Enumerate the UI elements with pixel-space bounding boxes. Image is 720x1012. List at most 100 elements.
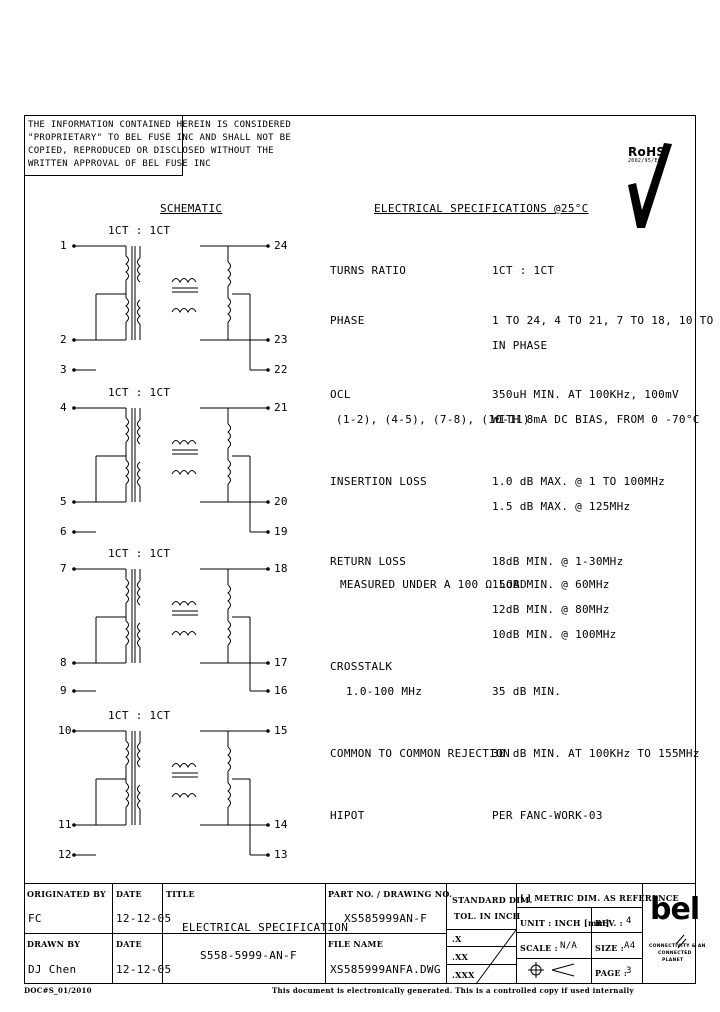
rohs-subtitle: 2002/95/EC <box>628 158 662 164</box>
file-name-label: FILE NAME <box>328 939 384 949</box>
metric-label: [ ] METRIC DIM. AS REFERENCE <box>520 893 679 903</box>
originated-by-value: FC <box>28 912 42 925</box>
pins-section-3 <box>72 567 270 693</box>
tol-label: TOL. IN INCH <box>454 911 521 921</box>
drawn-by-value: DJ Chen <box>28 963 77 976</box>
spec-label: MEASURED UNDER A 100 Ω LOAD <box>340 578 527 591</box>
tol-xxx: .XXX <box>452 970 475 980</box>
file-name-value: XS585999ANFA.DWG <box>330 963 441 976</box>
size-value: A4 <box>624 941 636 951</box>
pins-section-2 <box>72 406 270 534</box>
tol-xx: .XX <box>452 952 469 962</box>
pin-label: 11 <box>58 818 72 831</box>
spec-value: 350uH MIN. AT 100KHz, 100mV <box>492 388 679 401</box>
pin-label: 4 <box>60 401 67 414</box>
pin-label: 14 <box>274 818 288 831</box>
ratio-label: 1CT : 1CT <box>108 547 171 560</box>
rohs-title: RoHS <box>628 145 666 159</box>
spec-label: PHASE <box>330 314 365 327</box>
spec-value: PER FANC-WORK-03 <box>492 809 603 822</box>
pin-label: 5 <box>60 495 67 508</box>
pin-label: 13 <box>274 848 288 861</box>
pin-label: 3 <box>60 363 67 376</box>
notice-line: "PROPRIETARY" TO BEL FUSE INC AND SHALL … <box>28 133 292 143</box>
drawn-by-label: DRAWN BY <box>27 939 81 949</box>
spec-value: IN PHASE <box>492 339 548 352</box>
tol-x: .X <box>452 934 462 944</box>
spec-label: 1.0-100 MHz <box>346 685 423 698</box>
notice-line: WRITTEN APPROVAL OF BEL FUSE INC <box>28 159 211 169</box>
rev-label: REV. : <box>595 918 623 928</box>
unit-label: UNIT : INCH [mm] <box>520 918 610 928</box>
pin-label: 21 <box>274 401 288 414</box>
date-label: DATE <box>116 889 142 899</box>
doc-code: DOC#S_01/2010 <box>24 986 92 995</box>
spec-label: RETURN LOSS <box>330 555 407 568</box>
originated-by-label: ORIGINATED BY <box>27 889 107 899</box>
pin-label: 12 <box>58 848 72 861</box>
rohs-check-icon <box>628 143 672 228</box>
schematic-title: SCHEMATIC <box>160 202 223 215</box>
bel-tagline: CONNECTIVITY & AN <box>649 944 706 949</box>
schematic-section-1 <box>74 245 268 371</box>
pin-label: 23 <box>274 333 288 346</box>
scale-value: N/A <box>560 941 578 951</box>
spec-value: 35 dB MIN. <box>492 685 562 698</box>
spec-label: CROSSTALK <box>330 660 393 673</box>
document-subtitle: S558-5999-AN-F <box>200 949 297 962</box>
schematic-section-2 <box>74 407 268 533</box>
rev-value: 4 <box>626 916 632 926</box>
spec-value: 15dB MIN. @ 60MHz <box>492 578 610 591</box>
page-value: 3 <box>626 966 632 976</box>
part-no-label: PART NO. / DRAWING NO. <box>328 889 453 899</box>
scale-label: SCALE : <box>520 943 558 953</box>
footer-note: This document is electronically generate… <box>272 986 634 995</box>
ratio-label: 1CT : 1CT <box>108 386 171 399</box>
schematic-section-4 <box>74 730 268 856</box>
spec-label: OCL <box>330 388 351 401</box>
spec-label: INSERTION LOSS <box>330 475 427 488</box>
pin-label: 6 <box>60 525 67 538</box>
pins-section-1 <box>72 244 270 372</box>
pin-label: 1 <box>60 239 67 252</box>
notice-line: THE INFORMATION CONTAINED HEREIN IS CONS… <box>28 120 292 130</box>
spec-label: TURNS RATIO <box>330 264 407 277</box>
notice-line: COPIED, REPRODUCED OR DISCLOSED WITHOUT … <box>28 146 274 156</box>
title-block-grid <box>24 883 696 985</box>
drawn-date-label: DATE <box>116 939 142 949</box>
part-no-value: XS585999AN-F <box>344 912 428 925</box>
spec-value: 18dB MIN. @ 1-30MHz <box>492 555 624 568</box>
page-label: PAGE : <box>595 968 628 978</box>
title-label: TITLE <box>166 889 195 899</box>
projection-symbol-icon <box>528 962 575 978</box>
pin-label: 10 <box>58 724 72 737</box>
pin-label: 19 <box>274 525 288 538</box>
drawn-date: 12-12-05 <box>116 963 172 976</box>
std-dim-label: STANDARD DIM. <box>452 895 533 905</box>
specs-title: ELECTRICAL SPECIFICATIONS @25°C <box>374 202 589 215</box>
bel-logo: bel <box>650 892 700 927</box>
document-title: ELECTRICAL SPECIFICATION <box>182 921 349 934</box>
pin-label: 16 <box>274 684 288 697</box>
originated-date: 12-12-05 <box>116 912 172 925</box>
spec-value: WITH 8mA DC BIAS, FROM 0 -70°C <box>492 413 700 426</box>
pin-label: 17 <box>274 656 288 669</box>
ratio-label: 1CT : 1CT <box>108 709 171 722</box>
spec-value: 30 dB MIN. AT 100KHz TO 155MHz <box>492 747 700 760</box>
spec-value: 10dB MIN. @ 100MHz <box>492 628 617 641</box>
pin-label: 15 <box>274 724 288 737</box>
pin-label: 20 <box>274 495 288 508</box>
bel-tagline: PLANET <box>662 958 684 963</box>
spec-label: COMMON TO COMMON REJECTION <box>330 747 510 760</box>
bel-tagline: CONNECTED <box>658 951 692 956</box>
pin-label: 9 <box>60 684 67 697</box>
spec-label: HIPOT <box>330 809 365 822</box>
schematic-section-3 <box>74 568 268 692</box>
spec-value: 1 TO 24, 4 TO 21, 7 TO 18, 10 TO 15 <box>492 314 720 327</box>
spec-value: 1.0 dB MAX. @ 1 TO 100MHz <box>492 475 666 488</box>
pin-label: 18 <box>274 562 288 575</box>
pin-label: 7 <box>60 562 67 575</box>
notice-box <box>24 115 183 176</box>
pin-label: 8 <box>60 656 67 669</box>
